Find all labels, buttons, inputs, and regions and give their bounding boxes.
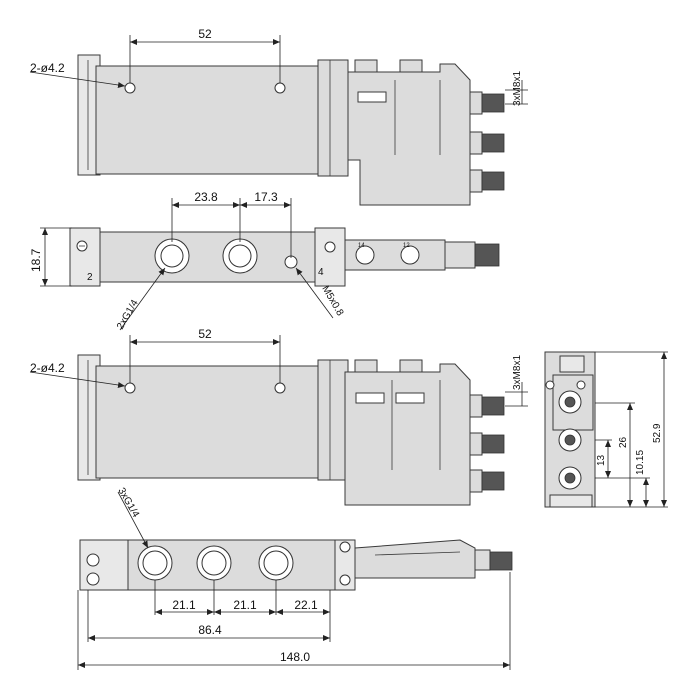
- v4-dim-22-1: 22.1: [294, 598, 318, 612]
- v4-dim-21-1-a: 21.1: [172, 598, 196, 612]
- v2-dim-17-3: 17.3: [254, 190, 278, 204]
- v3-dim-52: 52: [198, 327, 212, 341]
- v1-hole-callout: 2-ø4.2: [30, 61, 65, 75]
- v2-body: [99, 231, 316, 283]
- v2-dim-23-8: 23.8: [194, 190, 218, 204]
- v3-mount-hole-right: [274, 382, 286, 394]
- v4-connector: [489, 551, 513, 571]
- view-4-bottom: 21.1 21.1 22.1 86.4 148.0 3xG1/4: [77, 486, 513, 670]
- side-view: 13 26 10.15 52.9: [544, 351, 668, 508]
- v3-valve-body: [95, 365, 331, 479]
- v3-mount-hole-left: [124, 382, 136, 394]
- v3-connector-callout: 3xM8x1: [512, 355, 523, 390]
- v2-m5-callout: M5x0.8: [319, 284, 345, 318]
- v2-left-end: [69, 227, 101, 287]
- v1-end-cap: [317, 59, 349, 177]
- v1-mount-hole-right: [274, 82, 286, 94]
- v3-hole-callout: 2-ø4.2: [30, 361, 65, 375]
- v1-connector-callout: 3xM8x1: [512, 71, 523, 106]
- v2-dim-18-7: 18.7: [29, 248, 43, 272]
- v3-end-cap: [317, 359, 349, 481]
- v1-valve-body: [95, 65, 331, 175]
- view-1-front: 52 2-ø4.2 3xM8x1: [29, 27, 528, 206]
- v2-mark-12: 12: [403, 243, 410, 249]
- sv-dim-13: 13: [596, 454, 607, 466]
- v1-pilot-block: [347, 63, 471, 206]
- v3-m8-connectors: [469, 394, 505, 493]
- v4-pilot: [354, 539, 476, 579]
- v4-port-callout: 3xG1/4: [115, 486, 141, 520]
- v1-indicator: [357, 91, 387, 103]
- v3-pilot-block: [344, 363, 471, 506]
- v4-dim-148-0: 148.0: [280, 650, 310, 664]
- v4-dim-21-1-b: 21.1: [233, 598, 257, 612]
- sv-dim-10-15: 10.15: [635, 450, 646, 475]
- v4-dim-86-4: 86.4: [198, 623, 222, 637]
- view-2-bottom: 2 4 14 12 23.8 17.3 18.7 2xG1/4 M5x0.8: [29, 190, 500, 332]
- v2-mark-14: 14: [358, 243, 365, 249]
- v2-connector: [474, 243, 500, 267]
- v4-left-end: [79, 539, 131, 591]
- view-3-front: 52 2-ø4.2 3xM8x1: [29, 327, 528, 506]
- sv-dim-52-9: 52.9: [652, 423, 663, 443]
- v2-mark-2: 2: [87, 272, 93, 283]
- v1-mount-hole-left: [124, 82, 136, 94]
- v2-mark-4: 4: [318, 267, 324, 278]
- v1-m8-connectors: [469, 91, 505, 193]
- sv-dim-26: 26: [618, 436, 629, 448]
- v1-dim-52: 52: [198, 27, 212, 41]
- v2-port-callout: 2xG1/4: [115, 298, 141, 332]
